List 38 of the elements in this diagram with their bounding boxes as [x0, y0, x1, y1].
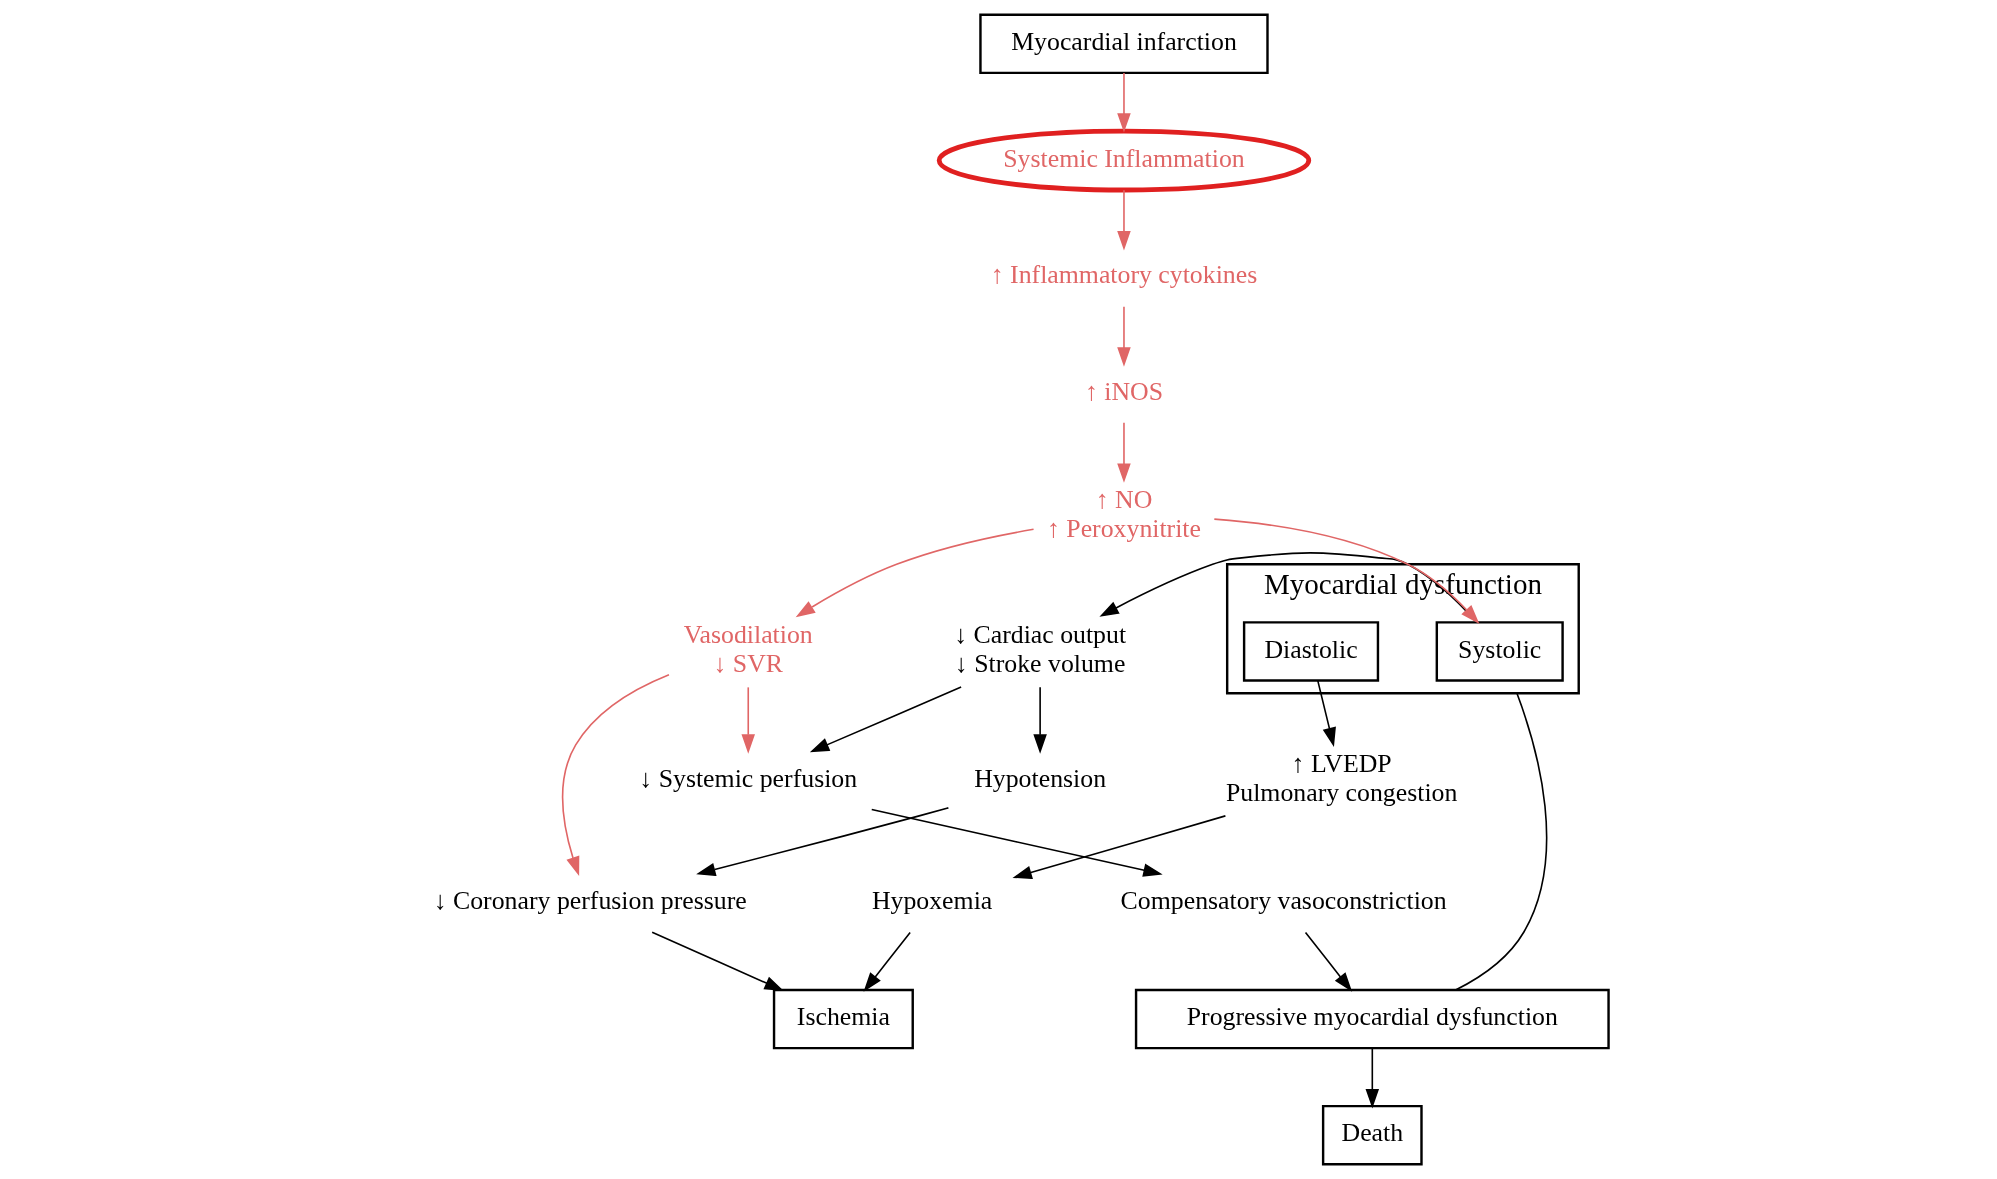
arrow: [1116, 306, 1131, 367]
arrow: [809, 686, 962, 753]
arrow: [1012, 815, 1226, 880]
arrow: [1098, 552, 1477, 623]
node-text: ↑ iNOS: [1084, 376, 1163, 406]
node-text: Vasodilation ↓ SVR: [683, 620, 813, 679]
arrow: [650, 931, 784, 991]
node-text: ↓ Systemic perfusion: [638, 763, 857, 793]
node-box: Systolic: [1435, 621, 1564, 682]
arrow: [1116, 421, 1131, 483]
node-box: Progressive myocardial dysfunction: [1134, 988, 1610, 1050]
arrow: [561, 673, 670, 876]
arrow: [870, 808, 1163, 877]
node-text: Hypotension: [973, 763, 1106, 793]
node-text: ↑ LVEDP Pulmonary congestion: [1225, 749, 1457, 808]
arrow: [1116, 72, 1131, 133]
node-box: Myocardial infarction: [978, 13, 1269, 75]
arrow: [740, 686, 755, 754]
arrow: [1213, 518, 1479, 624]
arrow: [795, 528, 1034, 618]
arrow: [1116, 189, 1131, 251]
node-text: ↓ Coronary perfusion pressure: [433, 886, 747, 916]
arrow: [863, 931, 911, 992]
arrow: [1365, 1047, 1379, 1109]
arrow: [1316, 680, 1336, 748]
connector: [1454, 692, 1547, 991]
node-text: Hypoxemia: [871, 886, 992, 916]
node-text: Compensatory vasoconstriction: [1120, 886, 1447, 916]
node-box: Ischemia: [772, 988, 914, 1050]
arrow: [695, 807, 949, 877]
node-box: Death: [1321, 1104, 1423, 1166]
arrow: [1304, 931, 1352, 992]
node-text: ↓ Cardiac output ↓ Stroke volume: [953, 620, 1126, 679]
arrow: [1032, 686, 1047, 754]
node-box: Diastolic: [1242, 621, 1379, 682]
node-text: ↑ NO ↑ Peroxynitrite: [1046, 484, 1201, 543]
node-ellipse: Systemic Inflammation: [936, 128, 1311, 193]
node-text: ↑ Inflammatory cytokines: [990, 260, 1257, 290]
